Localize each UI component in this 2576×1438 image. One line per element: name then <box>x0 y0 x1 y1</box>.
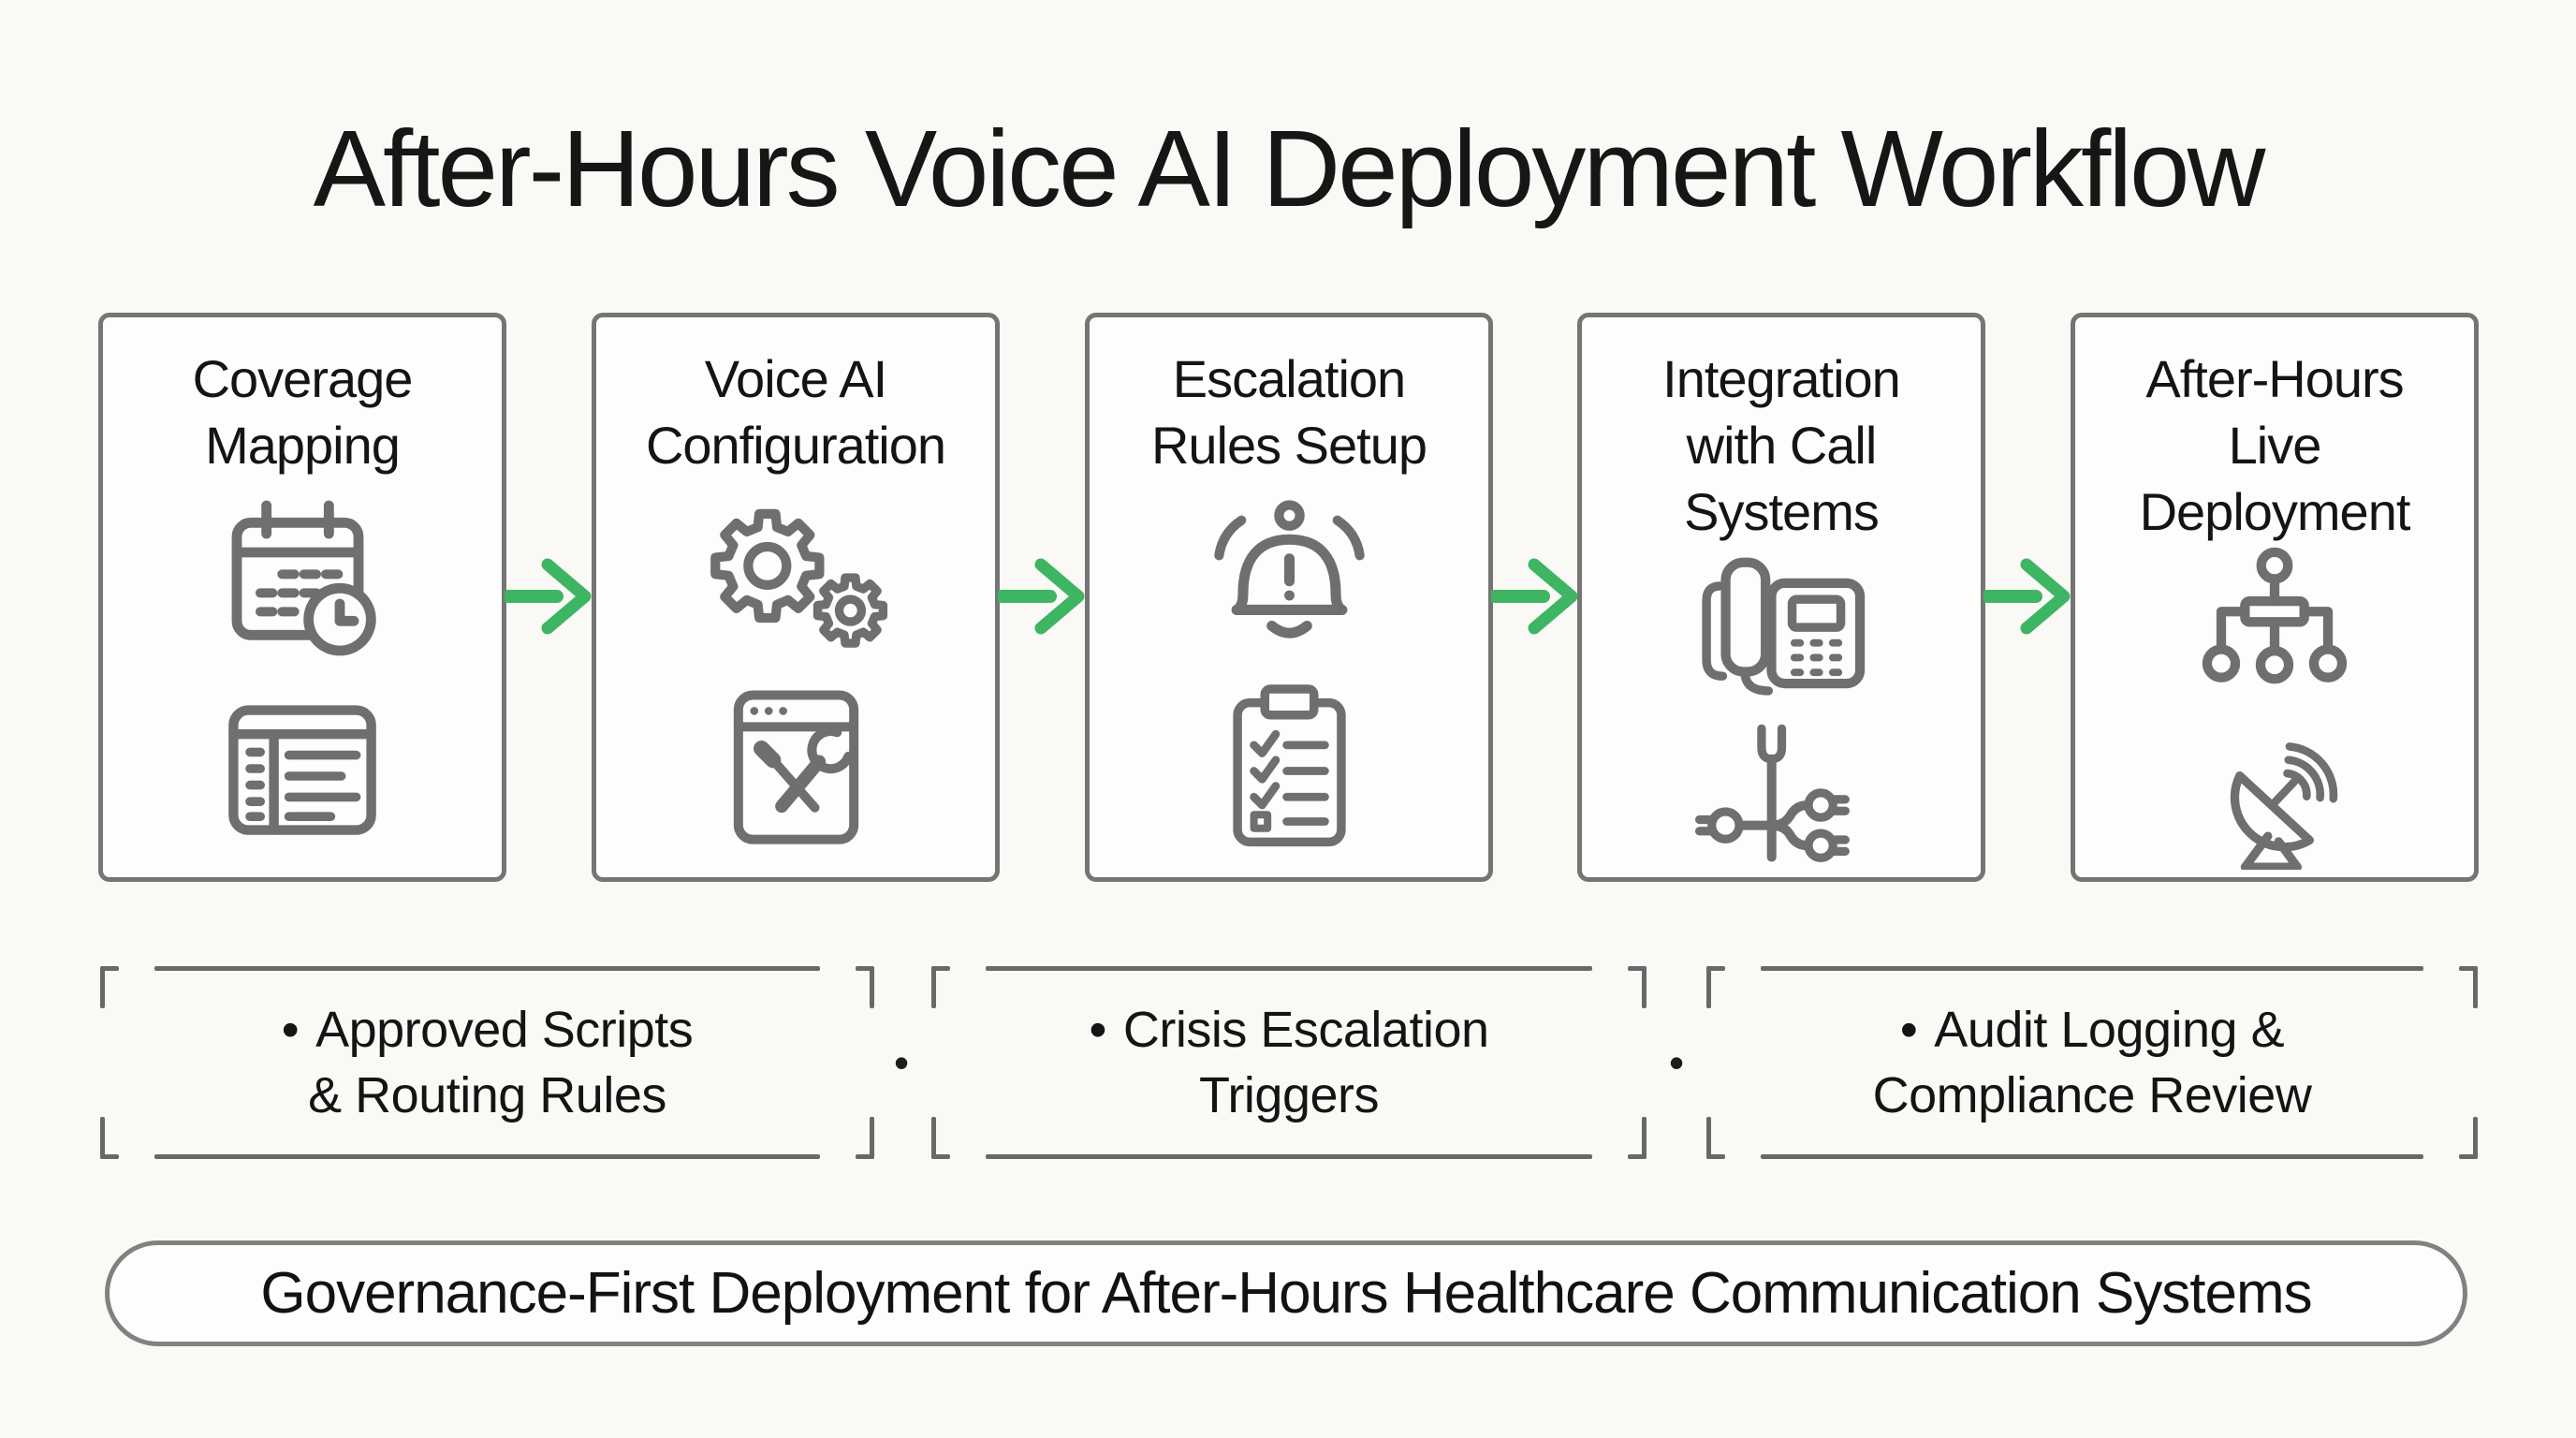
bullet-glyph: • <box>281 1001 300 1058</box>
callout-line: & Routing Rules <box>308 1067 666 1123</box>
step-icons <box>691 478 901 877</box>
step-card-voice-ai-configuration: Voice AI Configuration <box>592 313 1000 882</box>
step-title-line: Rules Setup <box>1150 416 1427 476</box>
step-title: After-Hours Live Deployment <box>2139 345 2411 545</box>
step-title-line: Deployment <box>2139 482 2411 542</box>
step-title-line: Mapping <box>205 416 401 476</box>
step-card-after-hours-live-deployment: After-Hours Live Deployment <box>2071 313 2479 882</box>
callout-crisis-escalation: •Crisis Escalation Triggers <box>931 966 1647 1159</box>
flow-arrow-icon <box>1491 558 1578 635</box>
step-title: Coverage Mapping <box>192 345 414 478</box>
callout-line: •Crisis Escalation <box>1089 1001 1489 1058</box>
step-icons <box>2186 545 2364 882</box>
step-icons <box>209 478 396 877</box>
step-title-line: with Call <box>1686 416 1878 476</box>
step-title-line: Configuration <box>645 416 946 476</box>
step-icons <box>1193 478 1385 877</box>
callout-line: Triggers <box>1198 1067 1380 1123</box>
step-title-line: Escalation <box>1172 349 1406 408</box>
satellite-dish-icon <box>2230 741 2338 870</box>
step-icons <box>1686 545 1878 877</box>
gears-icon <box>710 508 887 648</box>
callout-line: •Approved Scripts <box>281 1001 694 1058</box>
checklist-clipboard-icon <box>1232 684 1346 846</box>
flow-arrow-icon <box>1983 558 2071 635</box>
bullet-glyph: • <box>1089 1001 1106 1058</box>
step-title: Escalation Rules Setup <box>1151 345 1427 478</box>
callout-audit-logging: •Audit Logging & Compliance Review <box>1706 966 2478 1159</box>
step-title-line: Live <box>2228 416 2322 476</box>
step-title-line: Integration <box>1662 349 1901 408</box>
callout-line: •Audit Logging & <box>1899 1001 2285 1058</box>
bullet-glyph: • <box>1899 1001 1918 1058</box>
step-card-escalation-rules-setup: Escalation Rules Setup <box>1085 313 1493 882</box>
desk-phone-icon <box>1701 557 1865 696</box>
step-title: Integration with Call Systems <box>1662 345 1901 545</box>
calendar-clock-icon <box>231 501 376 656</box>
sitemap-icon <box>2202 548 2348 684</box>
callout-text: •Approved Scripts & Routing Rules <box>100 966 874 1159</box>
browser-tools-icon <box>733 690 858 844</box>
step-card-integration-with-call-systems: Integration with Call Systems <box>1577 313 1985 882</box>
alert-bell-icon <box>1213 500 1365 638</box>
step-title-line: After-Hours <box>2145 349 2404 408</box>
callout-text: •Audit Logging & Compliance Review <box>1706 966 2478 1159</box>
flow-arrow-icon <box>505 558 592 635</box>
callout-line: Compliance Review <box>1872 1067 2312 1123</box>
footer-banner: Governance-First Deployment for After-Ho… <box>105 1240 2467 1346</box>
data-table-icon <box>228 705 376 835</box>
step-title: Voice AI Configuration <box>645 345 946 478</box>
footer-banner-text: Governance-First Deployment for After-Ho… <box>260 1261 2312 1326</box>
cable-splitter-icon <box>1694 725 1850 862</box>
callout-separator-dot: • <box>1668 1038 1685 1087</box>
callout-text: •Crisis Escalation Triggers <box>931 966 1647 1159</box>
flow-arrow-icon <box>998 558 1085 635</box>
page-title: After-Hours Voice AI Deployment Workflow <box>313 108 2266 229</box>
callout-separator-dot: • <box>893 1038 910 1087</box>
step-title-line: Voice AI <box>704 349 887 408</box>
callout-approved-scripts: •Approved Scripts & Routing Rules <box>100 966 874 1159</box>
step-title-line: Coverage <box>192 349 414 408</box>
step-title-line: Systems <box>1684 482 1880 542</box>
step-card-coverage-mapping: Coverage Mapping <box>98 313 506 882</box>
